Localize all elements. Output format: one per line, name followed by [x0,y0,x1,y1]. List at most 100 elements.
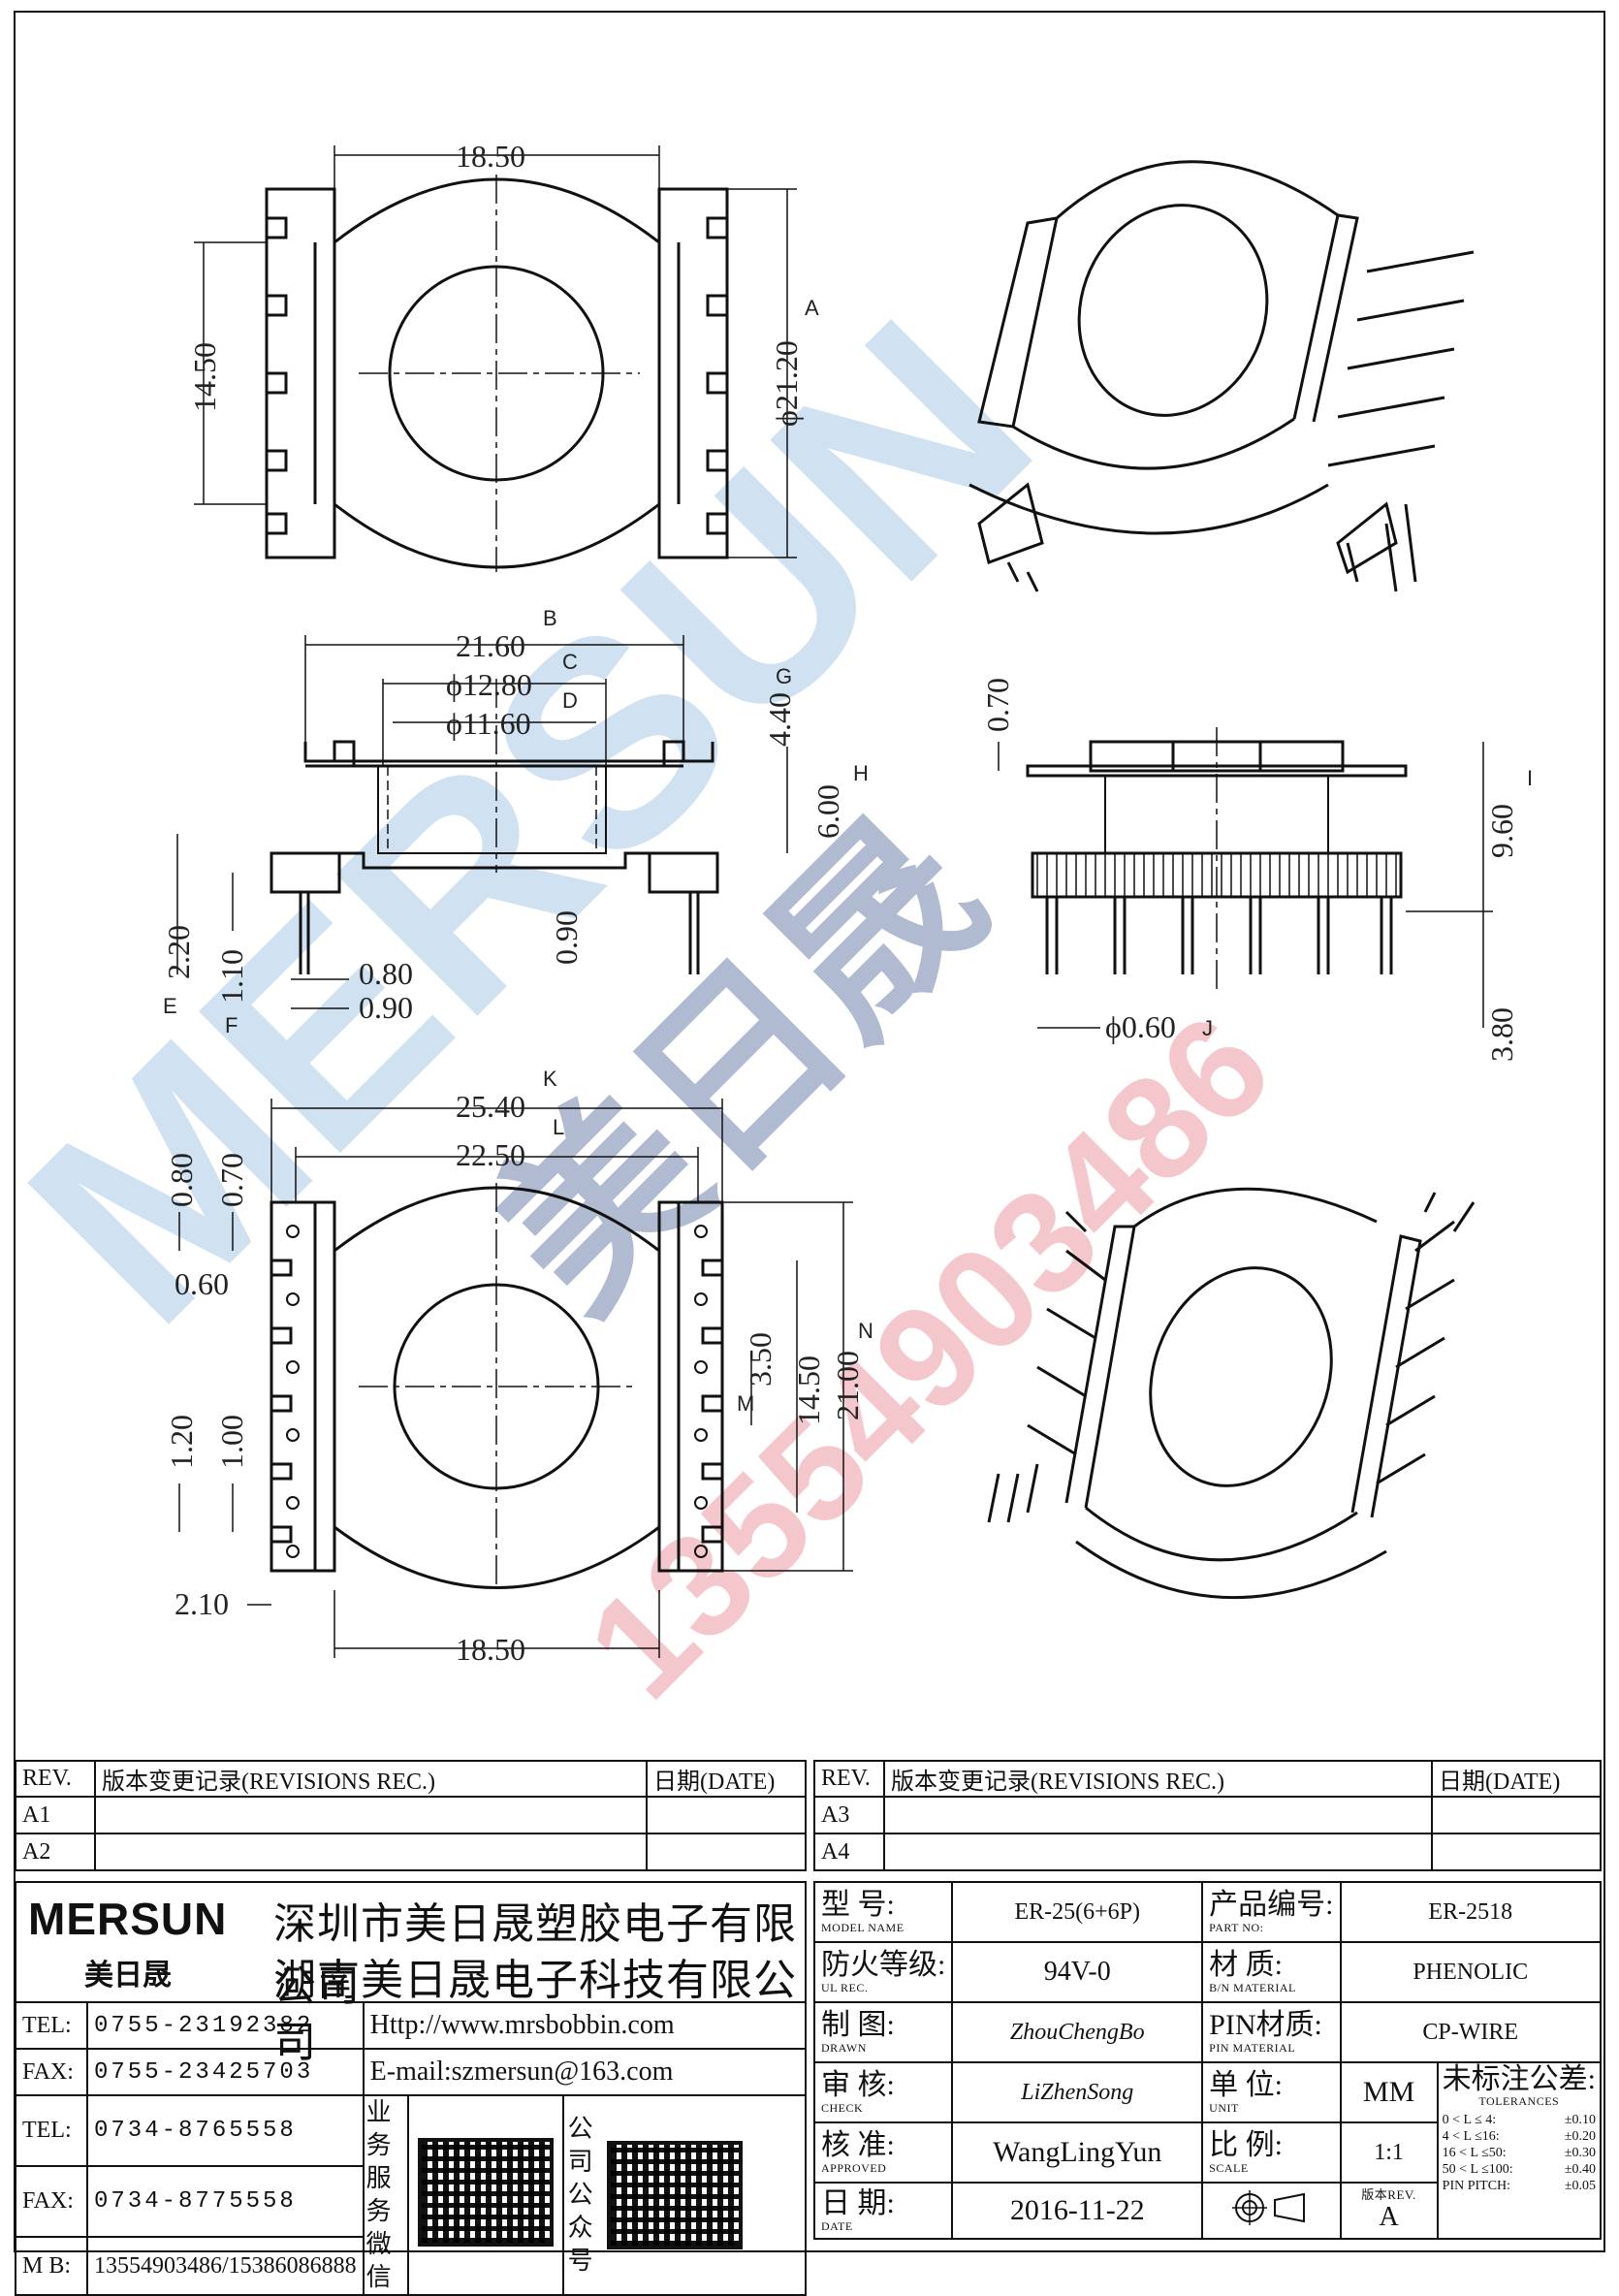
side-view [270,679,719,974]
iso-view-bottom [987,1187,1476,1599]
company-name-1: 深圳市美日晟塑胶电子有限公司 [273,1899,797,2011]
pin-material-label-en: PIN MATERIAL [1209,2040,1296,2055]
tolerance-range: PIN PITCH: [1442,2179,1511,2193]
contact-tel-1: 0755-23192382 [86,2001,365,2050]
contact-table: TEL: 0755-23192382 Http://www.mrsbobbin.… [15,2001,808,2296]
tolerance-value: ±0.10 [1564,2113,1596,2127]
dim-front-pind: ϕ0.60 [1105,1009,1176,1044]
approved-value: WangLingYun [951,2121,1204,2184]
model-label-en: MODEL NAME [821,1920,905,1934]
material-label: 材 质: [1209,1948,1283,1981]
dim-bot-w2: 22.50 [456,1137,525,1172]
dim-ref-a: A [805,296,819,320]
projection-symbol-icon [1232,2189,1306,2225]
dim-ref-m: M [737,1391,754,1416]
tolerance-label: 未标注公差: [1442,2063,1596,2095]
qr2-label: 公司公众号 [567,2115,593,2275]
rev-header: REV. [15,1760,96,1798]
contact-mobile: 13554903486/15386086888 [86,2236,365,2296]
dim-side-hmid: 6.00 [810,784,845,839]
date-label-en: DATE [821,2218,853,2233]
approved-label: 核 准: [821,2128,895,2161]
bottom-view [270,1183,724,1590]
version-value: A [1379,2202,1399,2232]
company-block: MERSUN 美日晟 深圳市美日晟塑胶电子有限公司 湖南美日晟电子科技有限公司 [15,1881,807,2067]
dim-ref-c: C [562,650,578,674]
check-label: 审 核: [821,2068,895,2101]
contact-fax-1-label: FAX: [15,2048,88,2096]
dim-ref-d: D [562,688,578,713]
contact-tel-1-label: TEL: [15,2001,88,2050]
date-header: 日期(DATE) [646,1760,807,1798]
contact-fax-2: 0734-8775558 [86,2165,365,2239]
scale-value: 1:1 [1339,2121,1439,2184]
tolerance-row: PIN PITCH: ±0.05 [1443,2178,1596,2194]
tolerance-range: 50 < L ≤100: [1442,2162,1513,2177]
watermark: MERSUN 美日晟 13554903486 [0,260,1301,1728]
dim-side-pinw2: 0.90 [359,990,413,1025]
model-label: 型 号: [821,1888,895,1921]
tolerance-label-en: TOLERANCES [1478,2094,1560,2108]
material-label-en: B/N MATERIAL [1209,1980,1296,1994]
date-header-right: 日期(DATE) [1431,1760,1602,1798]
top-view [265,175,729,572]
dim-ref-h: H [853,761,869,785]
tolerance-row: 16 < L ≤50:±0.30 [1443,2145,1596,2161]
tolerance-range: 4 < L ≤16: [1442,2129,1500,2144]
dim-top-diameter: ϕ21.20 [769,340,804,427]
dim-bot-span: 14.50 [791,1355,826,1425]
dim-side-flange: 0.90 [549,910,584,965]
dim-top-width: 18.50 [456,139,525,174]
dim-front-pinlen: 3.80 [1484,1007,1519,1062]
dimension-labels: 18.50 14.50 ϕ21.20 A 21.60 B ϕ12.80 C ϕ1… [161,139,1533,1667]
dim-bot-e: 1.00 [214,1415,249,1469]
rev-a1: A1 [15,1796,96,1834]
qr1-label: 业务服务微信 [362,2094,409,2296]
dim-bot-f: 2.10 [175,1586,229,1621]
website[interactable]: Http://www.mrsbobbin.com [362,2001,808,2050]
dim-ref-l: L [553,1115,564,1139]
rev-a3: A3 [813,1796,885,1834]
check-value: LiZhenSong [951,2061,1204,2123]
tolerance-value: ±0.30 [1564,2146,1596,2160]
dim-ref-j: J [1202,1016,1213,1040]
dim-ref-e: E [163,994,177,1018]
dim-side-d1: ϕ12.80 [446,667,532,702]
product-info-table: 型 号:MODEL NAME ER-25(6+6P) 产品编号:PART NO:… [812,1881,1603,2240]
dim-front-top: 0.70 [980,678,1015,732]
check-label-en: CHECK [821,2100,864,2115]
model-value: ER-25(6+6P) [951,1881,1204,1943]
tolerance-row: 4 < L ≤16:±0.20 [1443,2128,1596,2145]
dim-top-height: 14.50 [187,342,222,412]
part-label: 产品编号: [1209,1888,1334,1921]
drawn-label: 制 图: [821,2008,895,2041]
part-value: ER-2518 [1339,1881,1602,1943]
rev-a2: A2 [15,1833,96,1871]
company-logo: MERSUN [28,1894,228,1944]
contact-mobile-label: M B: [15,2236,88,2296]
dim-ref-k: K [543,1067,557,1091]
contact-fax-1: 0755-23425703 [86,2048,365,2096]
dim-side-pinw1: 0.80 [359,956,413,991]
qr-code-wechat[interactable] [417,2137,554,2247]
tolerance-row: 50 < L ≤100:±0.40 [1443,2161,1596,2178]
qr-code-official[interactable] [607,2141,744,2249]
email[interactable]: E-mail:szmersun@163.com [362,2048,808,2096]
dim-side-pinlen: 2.20 [161,925,196,979]
dim-ref-b: B [543,606,557,630]
dim-ref-n: N [858,1319,873,1343]
dim-bot-d: 1.20 [164,1415,199,1469]
dim-side-htop: 4.40 [762,692,797,747]
dim-ref-i: I [1527,766,1533,790]
rev-header-right: REV. [813,1760,885,1798]
revision-table-left: REV. 版本变更记录(REVISIONS REC.) 日期(DATE) A1 … [15,1760,807,1871]
dim-bot-bottom: 18.50 [456,1632,525,1667]
tolerance-value: ±0.05 [1564,2179,1596,2193]
contact-tel-2: 0734-8765558 [86,2093,365,2168]
version-label: 版本REV. [1361,2187,1416,2202]
pin-material-value: CP-WIRE [1339,2001,1602,2063]
contact-fax-2-label: FAX: [15,2165,88,2239]
ul-label: 防火等级: [821,1948,946,1981]
